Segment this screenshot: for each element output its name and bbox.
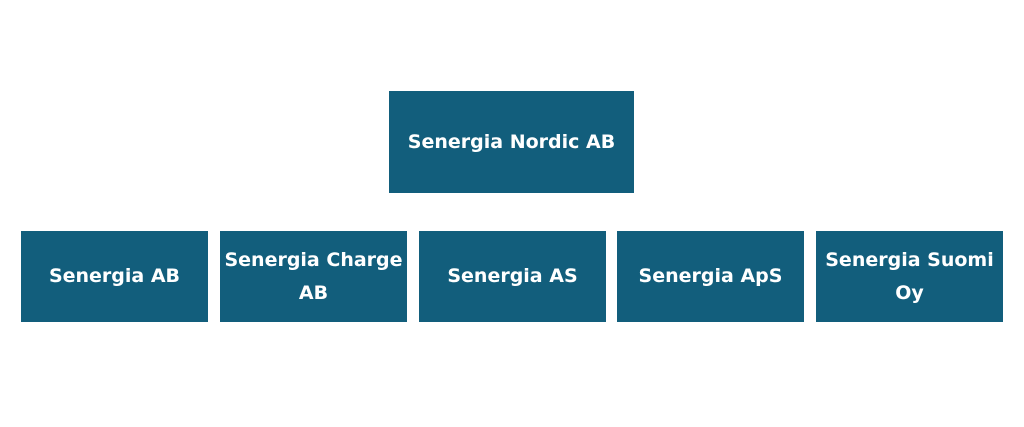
org-node-senergia-suomi-oy: Senergia Suomi Oy bbox=[816, 231, 1003, 322]
org-node-senergia-as: Senergia AS bbox=[419, 231, 606, 322]
org-node-senergia-aps: Senergia ApS bbox=[617, 231, 804, 322]
org-node-senergia-nordic-ab: Senergia Nordic AB bbox=[389, 91, 634, 193]
org-node-senergia-ab: Senergia AB bbox=[21, 231, 208, 322]
org-node-label: Senergia Charge AB bbox=[224, 248, 403, 304]
org-node-label: Senergia AB bbox=[48, 265, 181, 287]
org-node-label: Senergia ApS bbox=[638, 265, 783, 287]
org-node-label: Senergia Suomi Oy bbox=[825, 248, 994, 304]
org-node-label: Senergia AS bbox=[447, 265, 578, 287]
org-node-label: Senergia Nordic AB bbox=[407, 130, 616, 153]
org-node-senergia-charge-ab: Senergia Charge AB bbox=[220, 231, 407, 322]
